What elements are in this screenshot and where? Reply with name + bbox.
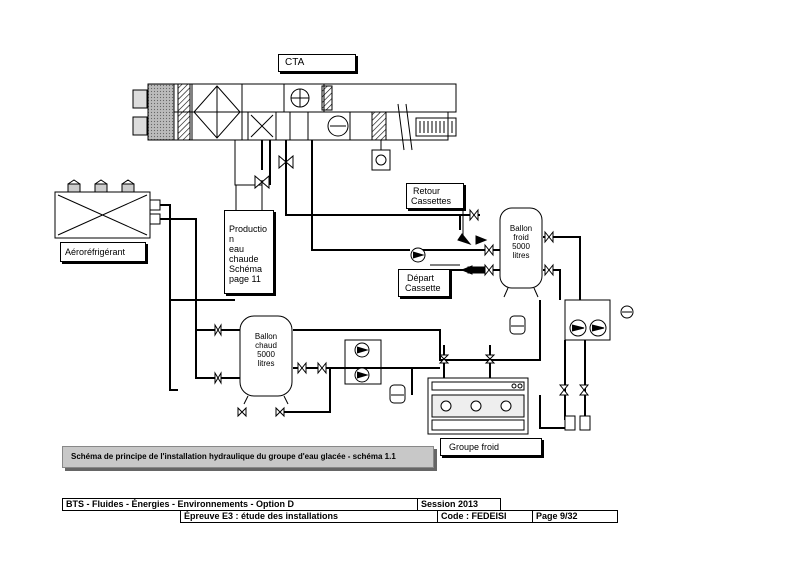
- footer-epreuve: Épreuve E3 : étude des installations: [180, 510, 438, 523]
- ballon-froid-line-4: litres: [512, 251, 530, 260]
- ballon-chaud-line-4: litres: [257, 359, 275, 368]
- production-line-4: chaude: [229, 254, 259, 264]
- production-line-3: eau: [229, 244, 245, 254]
- retour-label-box: Retour Cassettes: [406, 183, 464, 209]
- retour-label-2: Cassettes: [411, 196, 452, 206]
- cta-unit: [132, 83, 457, 171]
- aero-label-box: Aéroréfrigérant: [60, 242, 146, 262]
- piping: [160, 140, 586, 429]
- production-box: Productio n eau chaude Schéma page 11: [224, 210, 274, 294]
- footer-code: Code : FEDEISI: [437, 510, 533, 523]
- depart-label-box: Départ Cassette: [398, 269, 450, 297]
- groupe-froid-label: Groupe froid: [449, 442, 500, 452]
- aero-label: Aéroréfrigérant: [65, 247, 126, 257]
- expansion-vessels: [389, 315, 526, 404]
- ballon-froid-line-1: Ballon: [509, 224, 533, 233]
- ballon-chaud-line-3: 5000: [257, 350, 275, 359]
- ballon-froid-line-2: froid: [513, 233, 529, 242]
- pumps: [344, 247, 634, 385]
- depart-label-2: Cassette: [405, 283, 441, 293]
- cta-label-box: CTA: [278, 54, 356, 72]
- groupe-froid-unit: [427, 377, 591, 435]
- production-line-2: n: [229, 234, 235, 244]
- production-line-5: Schéma: [229, 264, 263, 274]
- production-line-6: page 11: [229, 274, 261, 284]
- production-line-1: Productio: [229, 224, 268, 234]
- ballon-froid-line-3: 5000: [512, 242, 530, 251]
- cta-label: CTA: [285, 57, 305, 68]
- caption-text: Schéma de principe de l'installation hyd…: [71, 452, 396, 461]
- tanks: [239, 207, 543, 405]
- ballon-chaud-line-2: chaud: [255, 341, 277, 350]
- caption-banner: Schéma de principe de l'installation hyd…: [62, 446, 434, 468]
- ballon-chaud-line-1: Ballon: [254, 332, 278, 341]
- aerorefrigerant-unit: [54, 179, 161, 239]
- groupe-froid-label-box: Groupe froid: [440, 438, 542, 456]
- footer-page: Page 9/32: [532, 510, 618, 523]
- retour-label-1: Retour: [413, 186, 441, 196]
- ballon-froid-label: Ballon froid 5000 litres: [500, 224, 542, 260]
- valves: [214, 154, 590, 418]
- arrows: [457, 233, 488, 275]
- ballon-chaud-label: Ballon chaud 5000 litres: [240, 332, 292, 368]
- depart-label-1: Départ: [407, 273, 435, 283]
